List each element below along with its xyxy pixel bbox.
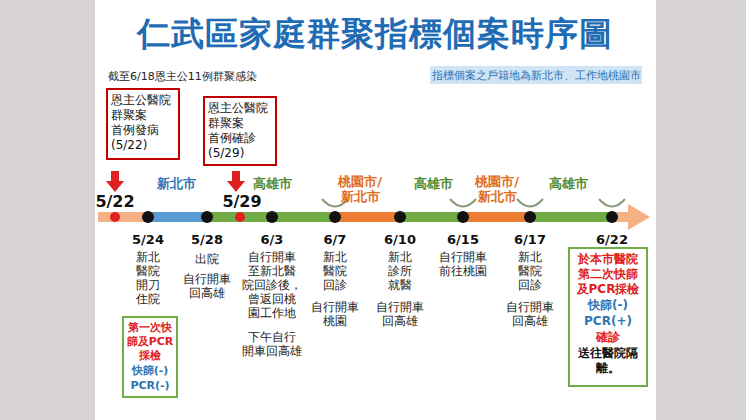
event-dot xyxy=(235,212,245,222)
timeline-segment xyxy=(98,212,148,222)
date-label: 6/17 xyxy=(514,232,546,248)
date-label: 5/22 xyxy=(95,193,134,211)
bracket-arc xyxy=(599,199,625,207)
callout-box: 恩主公醫院 群聚案 首例確診 (5/29) xyxy=(203,96,277,166)
event-dot xyxy=(110,212,120,222)
timeline-segment xyxy=(400,212,463,222)
location-label: 桃園市/ 新北市 xyxy=(332,174,388,204)
date-label: 5/28 xyxy=(191,232,223,248)
timeline-segment xyxy=(330,212,400,222)
event-dot xyxy=(142,211,154,223)
date-label: 6/10 xyxy=(384,232,416,248)
event-text: 新北 醫院 回診 xyxy=(320,250,350,292)
timeline-segment xyxy=(530,212,612,222)
event-dot xyxy=(524,211,536,223)
event-dot xyxy=(329,211,341,223)
event-text: 自行開車 回高雄 xyxy=(373,300,427,328)
event-text: 自行開車 回高雄 xyxy=(503,300,557,328)
pointer-arrow xyxy=(232,171,240,182)
node-text: 恩主公醫院 群聚案 首例確診 (5/29) xyxy=(208,101,272,161)
event-dot xyxy=(457,211,469,223)
timeline-arrowhead xyxy=(628,204,650,230)
date-label: 6/7 xyxy=(324,232,347,248)
event-text: 出院 xyxy=(192,252,222,266)
event-text: 新北 醫院 開刀 住院 xyxy=(133,250,163,306)
event-text: 下午自行 開車回高雄 xyxy=(240,330,304,358)
event-dot xyxy=(201,211,213,223)
node-text: 於本市醫院 第二次快篩 及PCR採檢 xyxy=(572,252,644,297)
location-label: 高雄市 xyxy=(414,176,453,191)
location-label: 高雄市 xyxy=(549,176,588,191)
pointer-arrow xyxy=(106,181,124,192)
event-text: 新北 醫院 回診 xyxy=(515,250,545,292)
title-text: 仁武區家庭群聚指標個案時序圖 xyxy=(137,14,613,54)
event-dot xyxy=(394,211,406,223)
note-box: 指標個案之戶籍地為新北市、工作地桃園市 xyxy=(430,66,642,84)
event-text: 自行開車 桃園 xyxy=(308,300,362,328)
date-label: 6/3 xyxy=(261,232,284,248)
date-label: 6/22 xyxy=(596,232,628,248)
timeline-segment xyxy=(148,212,207,222)
node-text: PCR(+) xyxy=(572,314,644,329)
timeline-segment xyxy=(207,212,330,222)
bracket-arc xyxy=(450,199,476,207)
node-text: 恩主公醫院 群聚案 首例發病 (5/22) xyxy=(111,93,175,153)
date-label: 5/24 xyxy=(132,232,164,248)
location-label: 桃園市/ 新北市 xyxy=(469,174,525,204)
event-dot xyxy=(606,211,618,223)
location-label: 高雄市 xyxy=(253,176,292,191)
event-text: 自行開車 回高雄 xyxy=(180,272,234,300)
node-text: 快篩(-) xyxy=(572,298,644,313)
node-text: 第一次快 篩及PCR 採檢 xyxy=(126,321,174,363)
event-text: 自行開車 前往桃園 xyxy=(436,250,490,278)
pointer-arrow xyxy=(111,171,119,182)
event-text: 新北 診所 就醫 xyxy=(385,250,415,292)
result-box: 第一次快 篩及PCR 採檢快篩(-)PCR(-) xyxy=(122,316,178,398)
node-text: 指標個案之戶籍地為新北市、工作地桃園市 xyxy=(430,66,642,84)
location-label: 新北市 xyxy=(157,176,196,191)
node-text: 快篩(-) xyxy=(126,364,174,378)
node-text: PCR(-) xyxy=(126,379,174,393)
result-box: 於本市醫院 第二次快篩 及PCR採檢快篩(-)PCR(+)確診送往醫院隔 離。 xyxy=(568,247,648,387)
event-dot xyxy=(266,211,278,223)
callout-box: 恩主公醫院 群聚案 首例發病 (5/22) xyxy=(106,88,180,160)
node-text: 送往醫院隔 離。 xyxy=(572,346,644,376)
event-text: 自行開車 至新北醫 院回診後， 曾返回桃 園工作地 xyxy=(240,250,304,320)
timeline-segment xyxy=(463,212,530,222)
date-label: 5/29 xyxy=(222,193,261,211)
date-label: 6/15 xyxy=(447,232,479,248)
node-text: 確診 xyxy=(572,330,644,345)
note-text: 截至6/18恩主公11例群聚感染 xyxy=(108,70,257,84)
bracket-arc xyxy=(517,199,543,207)
pointer-arrow xyxy=(227,181,245,192)
